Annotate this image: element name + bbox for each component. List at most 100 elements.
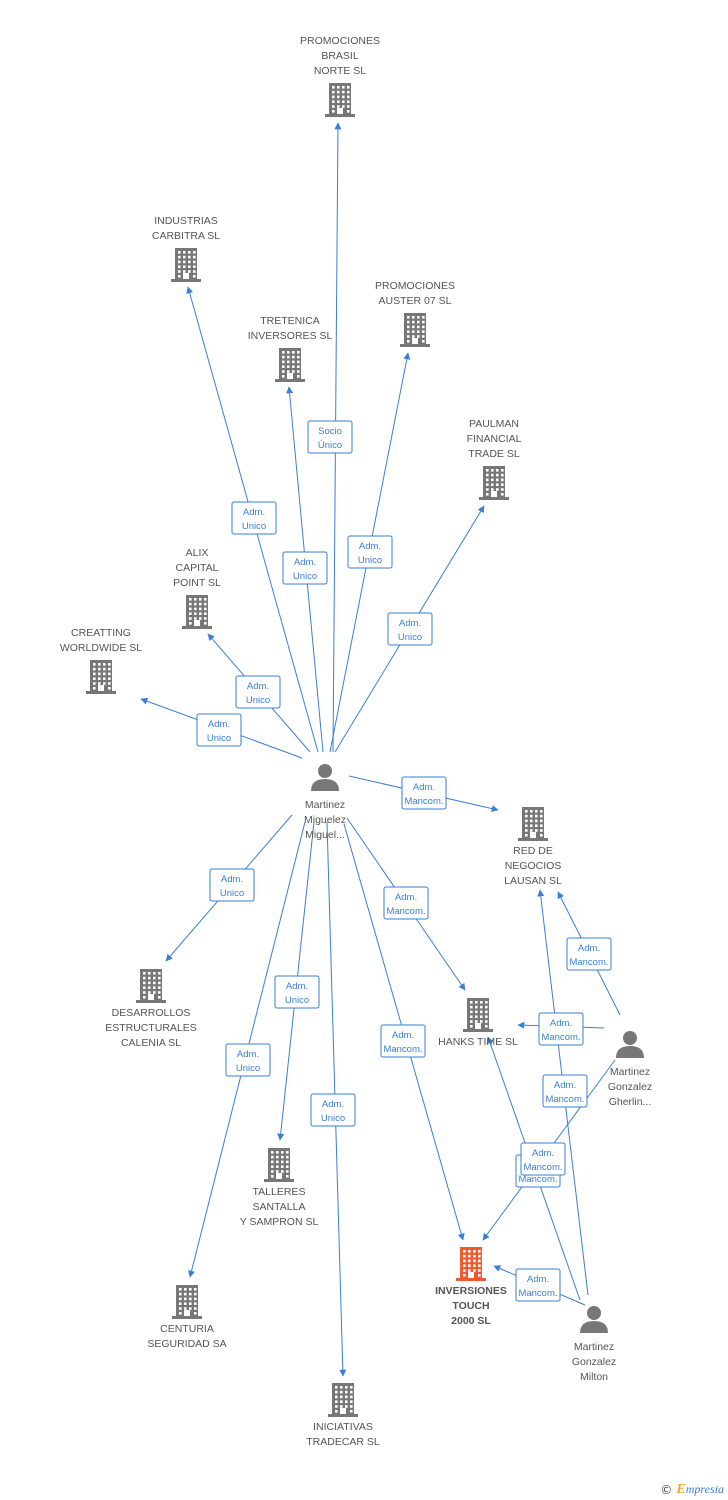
node-label-line: CREATTING xyxy=(71,627,131,639)
relation-label-line: Unico xyxy=(285,995,309,1006)
node-label-line: Martinez xyxy=(610,1066,650,1078)
relation-label-line: Adm. xyxy=(527,1274,549,1285)
node-label-line: FINANCIAL xyxy=(467,433,522,445)
node-label-line: Gonzalez xyxy=(572,1356,616,1368)
relation-label-line: Adm. xyxy=(359,541,381,552)
relation-label-alix[interactable]: Adm.Unico xyxy=(235,675,281,709)
relation-label-creatting[interactable]: Adm.Unico xyxy=(196,713,242,747)
node-label-line: DESARROLLOS xyxy=(112,1007,191,1019)
relation-label-line: Adm. xyxy=(286,981,308,992)
node-label-line: WORLDWIDE SL xyxy=(60,642,142,654)
relation-label-line: Unico xyxy=(246,695,270,706)
company-icon xyxy=(328,1383,358,1417)
relation-label-iniciativas[interactable]: Adm.Unico xyxy=(310,1093,356,1127)
company-icon xyxy=(518,807,548,841)
node-label-line: POINT SL xyxy=(173,577,221,589)
node-label-line: Milton xyxy=(580,1371,608,1383)
relation-label-paulman[interactable]: Adm.Unico xyxy=(387,612,433,646)
relation-label-line: Adm. xyxy=(392,1030,414,1041)
node-label-line: PAULMAN xyxy=(469,418,519,430)
node-label-line: Martinez xyxy=(305,799,345,811)
relation-label-line: Mancom. xyxy=(569,957,608,968)
node-label-line: Gherlin... xyxy=(609,1096,652,1108)
node-label-line: BRASIL xyxy=(321,50,359,62)
focus-company-icon xyxy=(456,1247,486,1281)
company-icon xyxy=(86,660,116,694)
company-icon xyxy=(171,248,201,282)
relation-label-line: Adm. xyxy=(322,1099,344,1110)
node-label-line: INDUSTRIAS xyxy=(154,215,218,227)
relation-label-line: Adm. xyxy=(550,1018,572,1029)
company-icon xyxy=(172,1285,202,1319)
node-label-line: CALENIA SL xyxy=(121,1037,181,1049)
relation-label-line: Adm. xyxy=(237,1049,259,1060)
footer-brand[interactable]: © Empresia xyxy=(660,1482,724,1498)
relation-label-industrias_carbitra[interactable]: Adm.Unico xyxy=(231,501,277,535)
relation-label-inversiones_touch[interactable]: Adm.Mancom. xyxy=(515,1268,561,1302)
node-martinez-gherlin[interactable]: MartinezGonzalezGherlin... xyxy=(608,1031,652,1108)
relation-label-promociones_auster[interactable]: Adm. Unico xyxy=(347,535,393,569)
person-icon xyxy=(311,764,339,791)
edges-layer xyxy=(140,122,621,1377)
relation-label-red_negocios[interactable]: Adm.Mancom. xyxy=(566,937,612,971)
relation-label-line: Unico xyxy=(398,632,422,643)
node-label-line: CARBITRA SL xyxy=(152,230,220,242)
node-label-line: TOUCH xyxy=(452,1300,489,1312)
relation-label-tretenica[interactable]: Adm.Unico xyxy=(282,551,328,585)
node-label-line: Martinez xyxy=(574,1341,614,1353)
relation-label-talleres[interactable]: Adm. Unico xyxy=(274,975,320,1009)
node-hanks-time[interactable]: HANKS TIME SL xyxy=(438,998,518,1048)
relation-label-line: Adm. xyxy=(554,1080,576,1091)
node-desarrollos[interactable]: DESARROLLOS ESTRUCTURALES CALENIA SL xyxy=(105,969,197,1049)
relation-label-hanks_time[interactable]: Adm.Mancom. xyxy=(520,1142,566,1176)
node-label-line: HANKS TIME SL xyxy=(438,1036,518,1048)
relation-label-hanks_time[interactable]: Adm.Mancom. xyxy=(383,886,429,920)
relation-label-line: Adm. xyxy=(294,557,316,568)
relation-label-line: Unico xyxy=(207,733,231,744)
relation-label-line: Único xyxy=(318,440,342,451)
relation-label-desarrollos[interactable]: Adm.Unico xyxy=(209,868,255,902)
relation-label-inversiones_touch[interactable]: Adm.Mancom. xyxy=(542,1074,588,1108)
node-label-line: LAUSAN SL xyxy=(504,875,562,887)
node-label-line: NORTE SL xyxy=(314,65,366,77)
relation-label-line: Unico xyxy=(358,555,382,566)
relation-label-line: Adm. xyxy=(395,892,417,903)
relation-label-red_negocios[interactable]: Adm.Mancom. xyxy=(401,776,447,810)
person-icon xyxy=(616,1031,644,1058)
node-label-line: Y SAMPRON SL xyxy=(240,1216,319,1228)
relation-label-line: Adm. xyxy=(221,874,243,885)
node-label-line: ESTRUCTURALES xyxy=(105,1022,197,1034)
node-label-line: SANTALLA xyxy=(253,1201,306,1213)
node-label-line: AUSTER 07 SL xyxy=(379,295,452,307)
relation-label-line: Socio xyxy=(318,426,342,437)
company-icon xyxy=(264,1148,294,1182)
node-label-line: Miguelez xyxy=(304,814,346,826)
relation-label-hanks_time[interactable]: Adm.Mancom. xyxy=(538,1012,584,1046)
brand-rest: mpresia xyxy=(685,1482,724,1496)
relation-label-line: Mancom. xyxy=(523,1162,562,1173)
node-label-line: ALIX xyxy=(186,547,209,559)
relation-label-inversiones_touch[interactable]: Adm.Mancom. xyxy=(380,1024,426,1058)
node-martinez-miguelez[interactable]: MartinezMiguelezMiguel... xyxy=(304,764,346,841)
node-label-line: Miguel... xyxy=(305,829,345,841)
relation-label-centuria[interactable]: Adm. Unico xyxy=(225,1043,271,1077)
node-label-line: NEGOCIOS xyxy=(505,860,562,872)
company-icon xyxy=(400,313,430,347)
node-creatting[interactable]: CREATTING WORLDWIDE SL xyxy=(60,627,142,694)
node-industrias-carbitra[interactable]: INDUSTRIAS CARBITRA SL xyxy=(152,215,220,282)
relation-label-line: Unico xyxy=(236,1063,260,1074)
